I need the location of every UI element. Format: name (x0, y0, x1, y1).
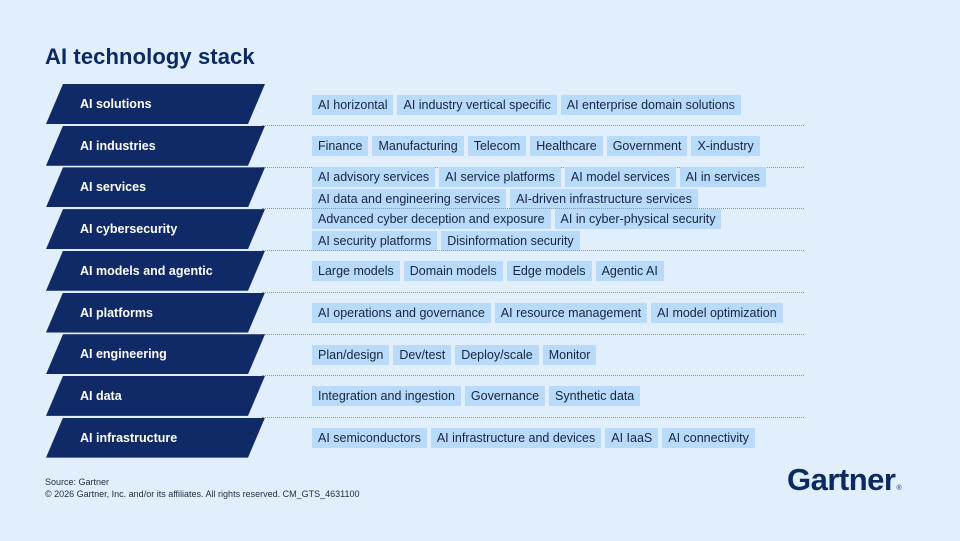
component-chip: Domain models (403, 261, 503, 282)
component-chip: AI model optimization (651, 303, 783, 323)
component-chip: AI infrastructure and devices (430, 428, 602, 449)
layer-banner (46, 417, 265, 458)
component-chip: AI-driven infrastructure services (510, 188, 698, 209)
row-divider (262, 125, 804, 126)
component-chip: Plan/design (312, 344, 390, 365)
layer-label: AI industries (80, 138, 156, 153)
component-chip: Integration and ingestion (312, 386, 461, 407)
layer-banner (46, 250, 265, 291)
layer-label: AI solutions (80, 97, 152, 111)
row-divider (262, 375, 804, 377)
stack-layer: AI cybersecurity Advanced cyber deception… (0, 208, 960, 252)
component-chip: X-industry (691, 136, 760, 157)
component-chip: AI model services (564, 166, 676, 187)
component-chip: AI service platforms (439, 166, 561, 187)
component-chip: AI in services (679, 166, 766, 187)
component-chip: AI advisory services (312, 166, 436, 187)
layer-label: AI infrastructure (80, 430, 178, 445)
component-chip: Monitor (542, 344, 597, 365)
layer-label: AI models and agentic (80, 263, 213, 278)
row-divider (262, 333, 804, 335)
stack-layer: AI platforms AI operations and governance… (0, 292, 960, 335)
component-chip: Large models (312, 261, 400, 282)
component-chip: AI connectivity (662, 428, 755, 449)
registered-mark-icon: ® (896, 485, 902, 492)
layer-banner (46, 292, 265, 333)
layer-banner (46, 125, 265, 166)
layer-label: AI engineering (80, 347, 167, 362)
layer-label: AI cybersecurity (80, 222, 178, 237)
component-chip: AI semiconductors (312, 428, 427, 449)
component-chip: AI horizontal (312, 94, 394, 115)
component-chip: Deploy/scale (455, 344, 539, 365)
component-chip: AI industry vertical specific (397, 94, 557, 115)
component-chip: Healthcare (530, 136, 603, 157)
component-chip: AI data and engineering services (312, 188, 507, 209)
component-chip: AI enterprise domain solutions (560, 94, 741, 115)
component-chip: Governance (464, 386, 546, 407)
component-chip: AI operations and governance (312, 303, 491, 323)
component-chip: Disinformation security (441, 230, 580, 251)
layer-label: AI platforms (80, 305, 153, 320)
row-divider (262, 291, 804, 293)
layer-banner (46, 209, 265, 250)
logo-text: Gartner (787, 462, 896, 497)
component-chip: Telecom (467, 136, 527, 157)
component-chip: AI resource management (494, 303, 648, 323)
row-divider (262, 416, 804, 418)
component-chip: Dev/test (393, 344, 452, 365)
copyright-note: © 2026 Gartner, Inc. and/or its affiliat… (45, 489, 360, 499)
source-note: Source: Gartner (45, 477, 110, 487)
footer: Source: Gartner © 2026 Gartner, Inc. and… (45, 476, 359, 500)
row-divider (262, 250, 804, 252)
gartner-logo: Gartner® (787, 462, 902, 498)
component-chip: AI IaaS (605, 428, 659, 449)
component-chip: Manufacturing (372, 136, 464, 157)
component-chip: Government (606, 136, 688, 157)
layer-banner (46, 167, 265, 208)
component-chip: AI security platforms (312, 230, 438, 251)
component-chip: AI in cyber-physical security (554, 208, 722, 229)
component-chip: Edge models (506, 261, 592, 282)
component-chip: Advanced cyber deception and exposure (312, 208, 551, 229)
component-chip: Finance (312, 136, 369, 157)
component-chip: Agentic AI (595, 261, 664, 282)
page-title: AI technology stack (45, 44, 255, 69)
layer-label: AI services (80, 180, 147, 195)
layer-banner (46, 375, 265, 416)
layer-label: AI data (80, 388, 122, 403)
layer-banner (46, 334, 265, 375)
component-chip: Synthetic data (549, 386, 641, 407)
layer-banner (46, 84, 265, 124)
